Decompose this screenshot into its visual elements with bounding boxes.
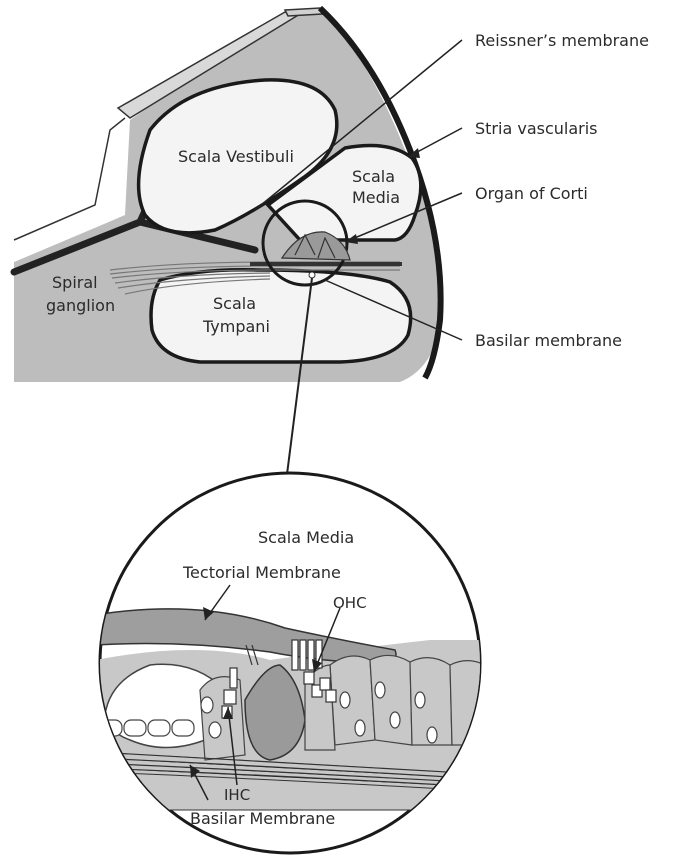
label-reissners-membrane: Reissner’s membrane [475, 31, 649, 50]
label-organ-of-corti: Organ of Corti [475, 184, 588, 203]
label-scala-vestibuli: Scala Vestibuli [178, 147, 294, 166]
inset-label-ihc: IHC [224, 786, 250, 804]
label-basilar-membrane: Basilar membrane [475, 331, 622, 350]
label-spiral-ganglion-1: Spiral [52, 273, 98, 292]
inset-label-basilar-membrane: Basilar Membrane [190, 809, 335, 828]
label-scala-media-2: Media [352, 188, 400, 207]
label-scala-media-1: Scala [352, 167, 395, 186]
inset-label-scala-media: Scala Media [258, 528, 354, 547]
inset-label-tectorial-membrane: Tectorial Membrane [182, 563, 341, 582]
label-spiral-ganglion-2: ganglion [46, 296, 115, 315]
label-scala-tympani-1: Scala [213, 294, 256, 313]
inset-label-ohc: OHC [333, 594, 367, 612]
label-scala-tympani-2: Tympani [202, 317, 270, 336]
label-stria-vascularis: Stria vascularis [475, 119, 598, 138]
organ-of-corti-inset: Scala Media Tectorial Membrane OHC IHC B… [95, 473, 500, 853]
